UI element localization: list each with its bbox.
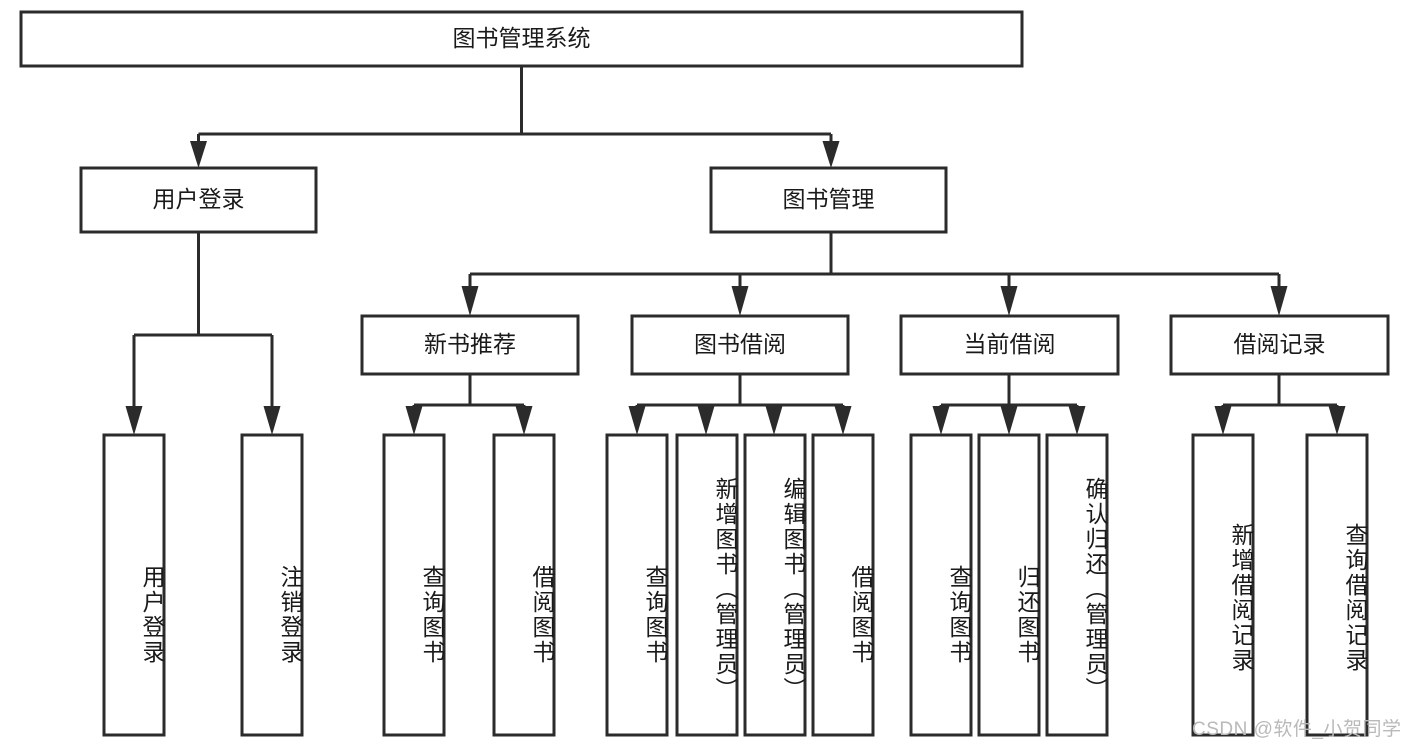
node-new-book-recommend-box[interactable] bbox=[360, 314, 580, 376]
arrow-head-book-manage bbox=[822, 141, 840, 168]
node-root-label: 图书管理系统 bbox=[453, 25, 591, 51]
node-borrow-record-label: 借阅记录 bbox=[1234, 331, 1326, 357]
arrow-head-leaf-add-book bbox=[697, 406, 715, 435]
connector-group-book-manage bbox=[461, 232, 1288, 316]
node-user-login-label: 用户登录 bbox=[153, 186, 245, 212]
leaf-box-user-login[interactable] bbox=[102, 433, 166, 737]
node-user-login-box[interactable] bbox=[79, 166, 318, 234]
connector-group-user-login bbox=[125, 232, 281, 435]
arrow-head-current-borrow bbox=[1000, 286, 1018, 316]
node-book-manage-box[interactable] bbox=[709, 166, 948, 234]
leaf-box-confirm-return[interactable] bbox=[1045, 433, 1109, 737]
leaf-box-query-record[interactable] bbox=[1305, 433, 1369, 737]
node-book-manage[interactable]: 图书管理 bbox=[709, 166, 948, 234]
node-borrow-record[interactable]: 借阅记录 bbox=[1169, 314, 1390, 376]
arrow-head-leaf-query-book-2 bbox=[628, 406, 646, 435]
node-book-borrow-box[interactable] bbox=[630, 314, 850, 376]
arrow-head-leaf-user-login bbox=[125, 406, 143, 435]
leaf-box-group bbox=[102, 433, 1369, 737]
node-book-borrow[interactable]: 图书借阅 bbox=[630, 314, 850, 376]
leaf-box-add-record[interactable] bbox=[1191, 433, 1255, 737]
node-new-book-recommend[interactable]: 新书推荐 bbox=[360, 314, 580, 376]
leaf-box-return-book[interactable] bbox=[977, 433, 1041, 737]
arrow-head-leaf-query-book-3 bbox=[932, 406, 950, 435]
arrow-head-leaf-borrow-book-1 bbox=[515, 406, 533, 435]
connector-group-root bbox=[190, 66, 840, 168]
arrow-head-book-borrow bbox=[731, 286, 749, 316]
arrow-head-borrow-record bbox=[1270, 286, 1288, 316]
leaf-box-add-book[interactable] bbox=[675, 433, 739, 737]
connector-group-new-book-recommend bbox=[405, 374, 533, 435]
node-book-manage-label: 图书管理 bbox=[783, 186, 875, 212]
leaf-box-logout-login[interactable] bbox=[240, 433, 304, 737]
arrow-head-leaf-confirm-return bbox=[1068, 406, 1086, 435]
arrow-head-leaf-query-book-1 bbox=[405, 406, 423, 435]
node-current-borrow-label: 当前借阅 bbox=[964, 331, 1056, 357]
connector-group-current-borrow bbox=[932, 374, 1086, 435]
arrow-head-leaf-edit-book bbox=[765, 406, 783, 435]
arrow-head-new-book-recommend bbox=[461, 286, 479, 316]
arrow-head-leaf-add-record bbox=[1214, 406, 1232, 435]
node-current-borrow[interactable]: 当前借阅 bbox=[899, 314, 1120, 376]
leaf-box-query-book-1[interactable] bbox=[382, 433, 446, 737]
arrow-head-user-login bbox=[190, 141, 207, 168]
node-current-borrow-box[interactable] bbox=[899, 314, 1120, 376]
node-root[interactable]: 图书管理系统 bbox=[19, 10, 1024, 68]
leaf-box-borrow-book-1[interactable] bbox=[492, 433, 556, 737]
connector-group-borrow-record bbox=[1214, 374, 1346, 435]
node-book-borrow-label: 图书借阅 bbox=[694, 331, 786, 357]
arrow-head-leaf-logout-login bbox=[263, 406, 281, 435]
leaf-box-query-book-2[interactable] bbox=[605, 433, 669, 737]
node-root-box[interactable] bbox=[19, 10, 1024, 68]
node-new-book-recommend-label: 新书推荐 bbox=[424, 331, 516, 357]
arrow-head-leaf-return-book bbox=[1000, 406, 1018, 435]
csdn-watermark: CSDN @软件_小贺同学 bbox=[1192, 719, 1402, 740]
connector-group-book-borrow bbox=[628, 374, 852, 435]
leaf-box-edit-book[interactable] bbox=[743, 433, 807, 737]
node-borrow-record-box[interactable] bbox=[1169, 314, 1390, 376]
node-user-login[interactable]: 用户登录 bbox=[79, 166, 318, 234]
leaf-box-query-book-3[interactable] bbox=[909, 433, 973, 737]
arrow-head-leaf-query-record bbox=[1328, 406, 1346, 435]
leaf-box-borrow-book-2[interactable] bbox=[811, 433, 875, 737]
arrow-head-leaf-borrow-book-2 bbox=[834, 406, 852, 435]
